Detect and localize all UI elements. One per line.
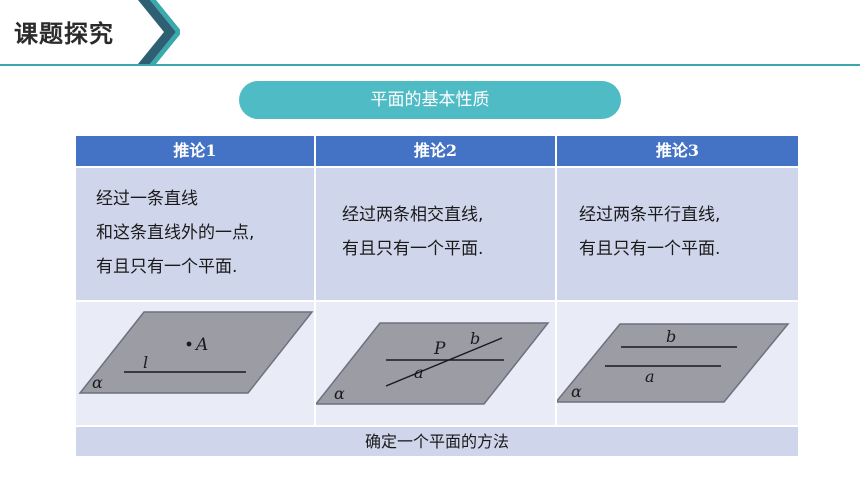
plane-alpha: [314, 322, 550, 405]
figure-row: A l α P b a α b a α: [76, 302, 798, 425]
plane-parallel-lines-diagram: b a α: [554, 323, 790, 403]
line-a-label: a: [414, 363, 424, 382]
point-a-label: A: [194, 335, 208, 355]
plane-alpha: [78, 311, 314, 394]
statement-corollary-2: 经过两条相交直线, 有且只有一个平面.: [316, 168, 557, 300]
footer-summary: 确定一个平面的方法: [76, 427, 798, 456]
statement-corollary-1: 经过一条直线 和这条直线外的一点, 有且只有一个平面.: [76, 168, 316, 300]
statement-line: 有且只有一个平面.: [96, 257, 238, 277]
line-b-label: b: [666, 327, 676, 346]
header-corollary-3: 推论3: [557, 136, 798, 166]
plane-alpha-label: α: [92, 373, 103, 392]
plane-alpha-label: α: [571, 382, 582, 401]
corollary-table: 推论1 推论2 推论3 经过一条直线 和这条直线外的一点, 有且只有一个平面. …: [76, 136, 798, 456]
line-crossing: [385, 337, 503, 387]
statement-line: 和这条直线外的一点,: [96, 223, 255, 243]
figure-corollary-2: P b a α: [314, 302, 557, 425]
figure-corollary-3: b a α: [554, 302, 798, 425]
line-a-label: a: [645, 367, 655, 386]
figure-corollary-1: A l α: [76, 302, 316, 425]
page-title: 课题探究: [14, 20, 114, 48]
footer-row: 确定一个平面的方法: [76, 427, 798, 456]
line-b-label: b: [470, 329, 480, 348]
header-corollary-2: 推论2: [316, 136, 557, 166]
header-arrow-icon: [0, 0, 180, 64]
statement-corollary-3: 经过两条平行直线, 有且只有一个平面.: [557, 168, 798, 300]
header-divider: [0, 64, 860, 66]
plane-line-point-diagram: A l α: [78, 311, 314, 394]
plane-alpha: [554, 323, 790, 403]
statement-line: 经过一条直线: [96, 189, 198, 209]
plane-intersecting-lines-diagram: P b a α: [314, 322, 550, 405]
table-header-row: 推论1 推论2 推论3: [76, 136, 798, 166]
line-l-label: l: [143, 353, 148, 372]
statement-line: 有且只有一个平面.: [579, 239, 721, 259]
topic-banner: 平面的基本性质: [239, 81, 621, 119]
point-p-label: P: [433, 339, 446, 359]
point-a: [186, 341, 192, 347]
statement-row: 经过一条直线 和这条直线外的一点, 有且只有一个平面. 经过两条相交直线, 有且…: [76, 168, 798, 300]
statement-line: 有且只有一个平面.: [342, 239, 484, 259]
statement-line: 经过两条平行直线,: [579, 205, 721, 225]
statement-line: 经过两条相交直线,: [342, 205, 484, 225]
header-corollary-1: 推论1: [76, 136, 316, 166]
plane-alpha-label: α: [334, 384, 345, 403]
